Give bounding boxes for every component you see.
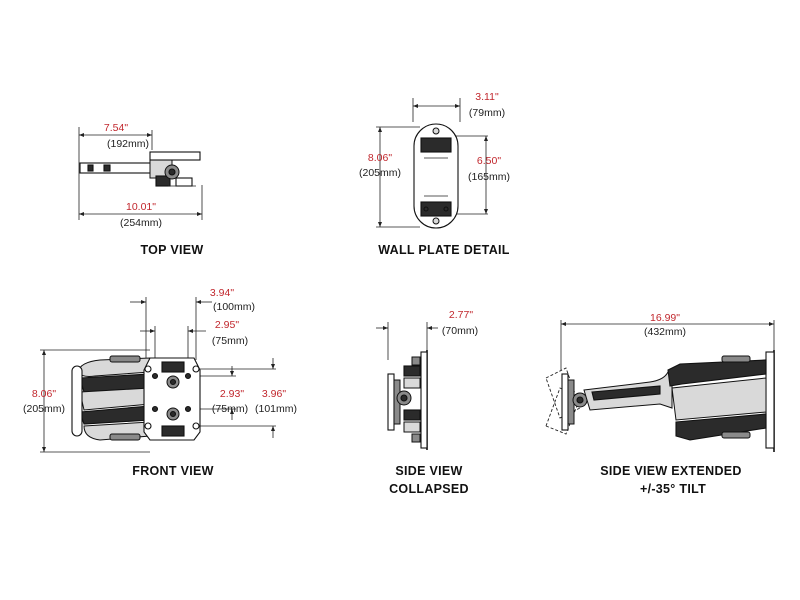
plate-height-in: 8.06" [368,152,392,164]
front-h100-in: 3.94" [210,287,234,299]
top-width-in: 7.54" [104,122,128,134]
top-width-mm: (192mm) [107,138,149,150]
front-v75-mm: (75mm) [212,403,248,415]
plate-hole-in: 6.50" [477,155,501,167]
wall-plate-view: 3.11" (79mm) 8.06" (205mm) 6.50" (165mm)… [359,91,510,257]
side-extended-view: 16.99" (432mm) SIDE VIEW EXTENDED +/-35°… [545,312,775,496]
top-total-mm: (254mm) [120,217,162,229]
front-h100-mm: (100mm) [213,301,255,313]
extended-length-in: 16.99" [650,312,680,324]
front-h75-mm: (75mm) [212,335,248,347]
front-height-in: 8.06" [32,388,56,400]
wall-plate-title: WALL PLATE DETAIL [378,243,510,257]
side-extended-title-1: SIDE VIEW EXTENDED [600,464,742,478]
front-v100-mm: (101mm) [255,403,297,415]
collapsed-depth-mm: (70mm) [442,325,478,337]
side-collapsed-title-1: SIDE VIEW [395,464,462,478]
top-view-title: TOP VIEW [140,243,203,257]
top-total-in: 10.01" [126,201,156,213]
plate-width-mm: (79mm) [469,107,505,119]
front-height-mm: (205mm) [23,403,65,415]
front-h75-in: 2.95" [215,319,239,331]
plate-width-in: 3.11" [475,91,499,103]
extended-length-mm: (432mm) [644,326,686,338]
side-extended-title-2: +/-35° TILT [640,482,706,496]
front-v100-in: 3.96" [262,388,286,400]
plate-height-mm: (205mm) [359,167,401,179]
front-v75-in: 2.93" [220,388,244,400]
front-view-title: FRONT VIEW [132,464,213,478]
top-view: 7.54" (192mm) 10.01" (254mm) TOP VIEW [78,122,203,257]
front-view: 8.06" (205mm) 3.94" (100mm) 2.95" (75mm)… [23,287,297,478]
plate-hole-mm: (165mm) [468,171,510,183]
side-collapsed-view: 2.77" (70mm) SIDE VIEW COLLAPSED [376,309,478,496]
collapsed-depth-in: 2.77" [449,309,473,321]
side-collapsed-title-2: COLLAPSED [389,482,469,496]
